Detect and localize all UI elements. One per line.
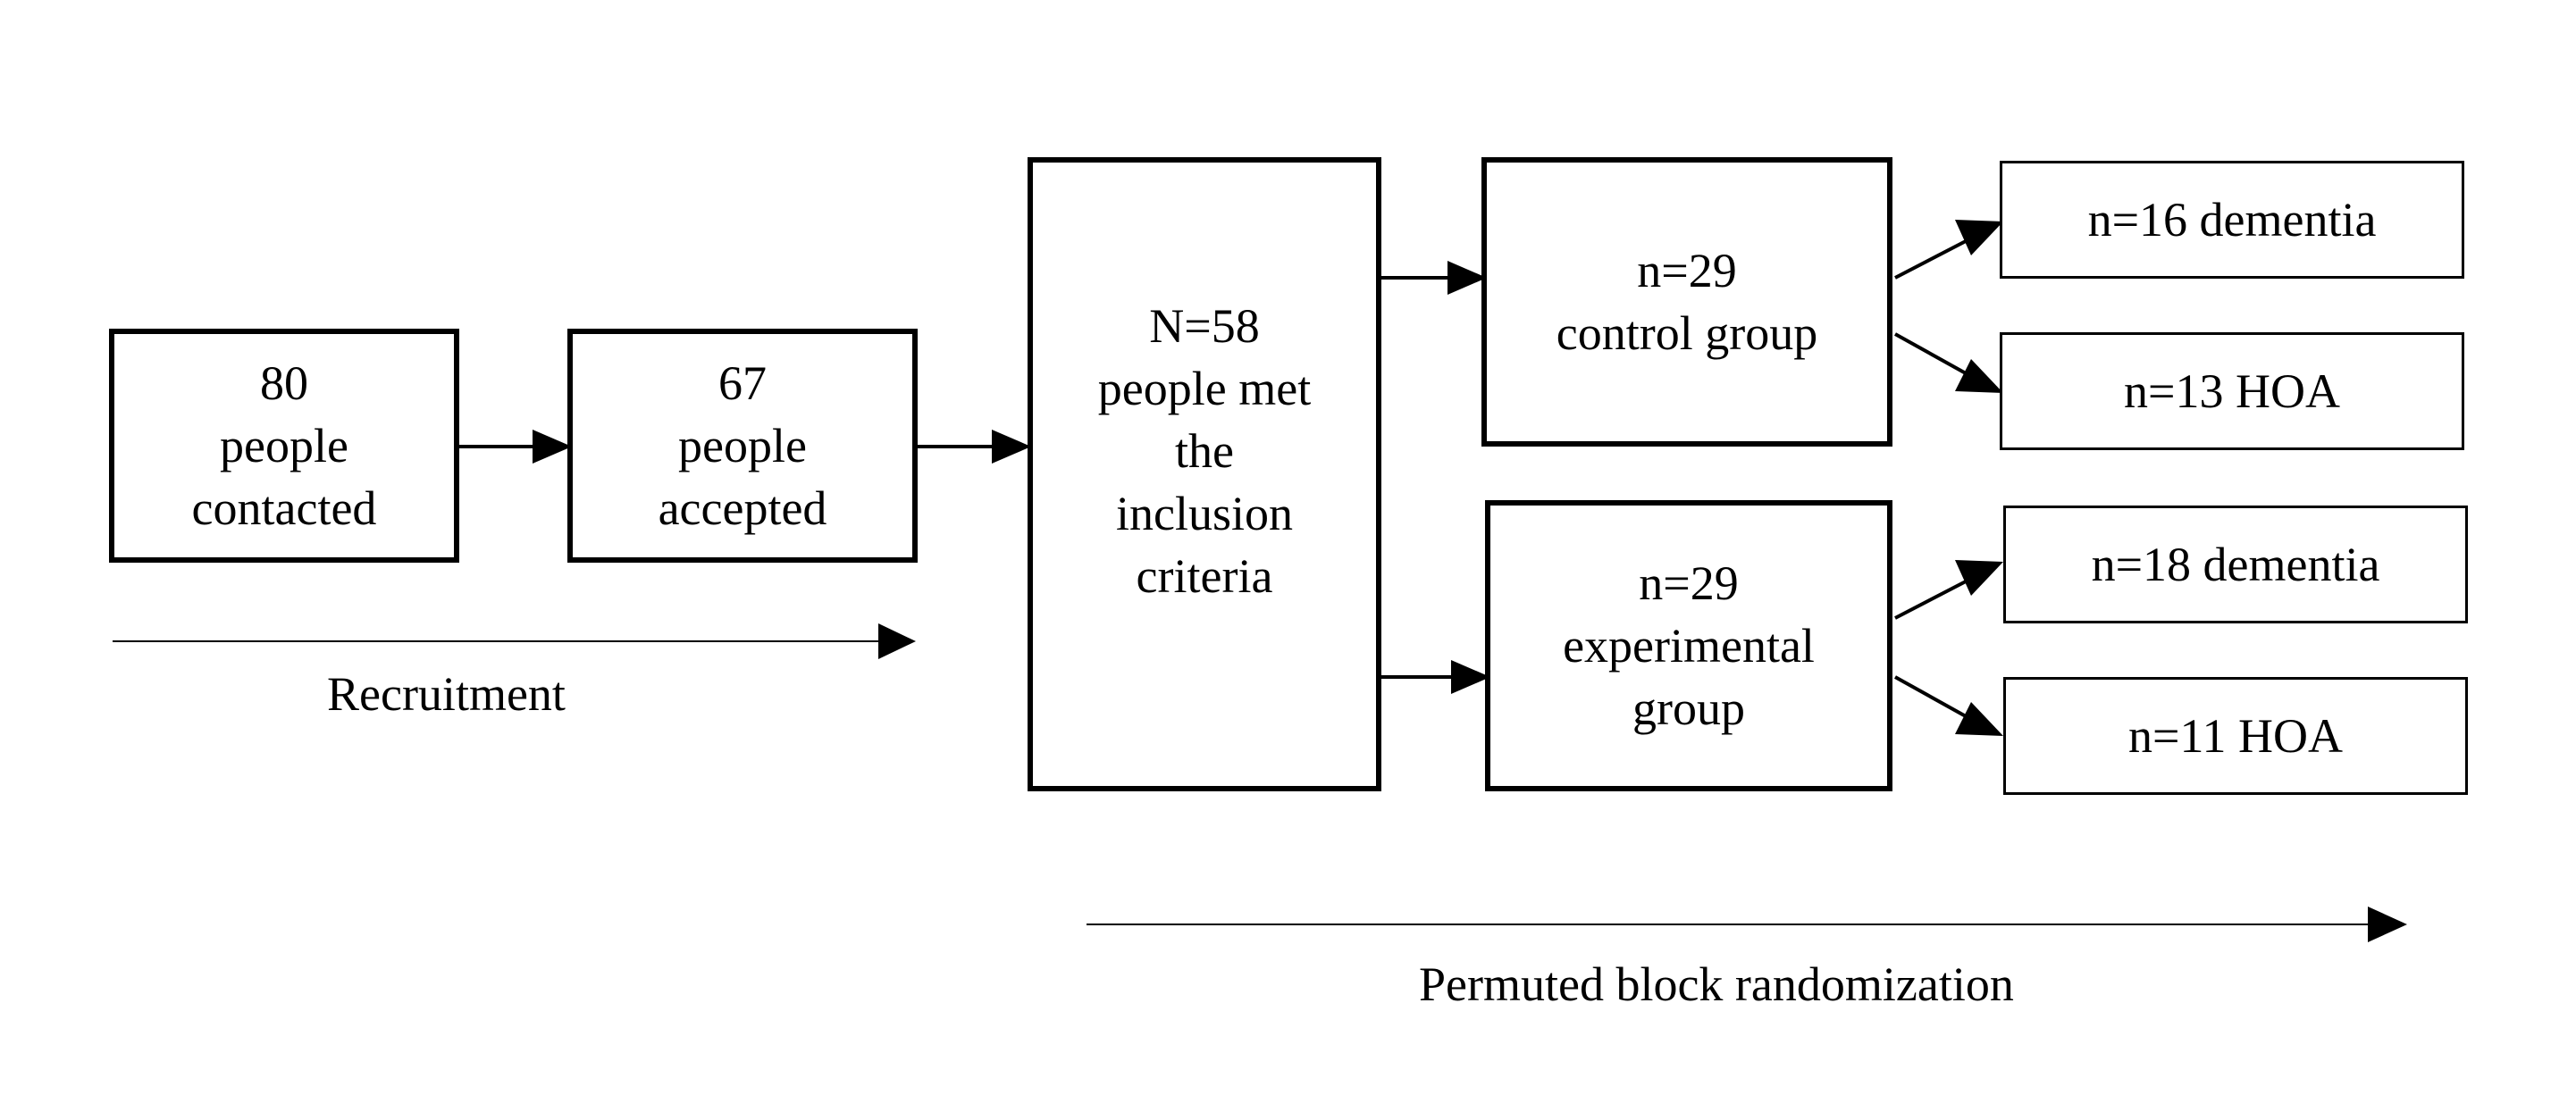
control-line1: control group (1556, 306, 1818, 360)
arrow-control-to-dementia (1894, 220, 2003, 280)
box-people-accepted: 67 people accepted (567, 329, 918, 563)
inclusion-line2: the (1175, 424, 1234, 478)
inclusion-line4: criteria (1136, 549, 1273, 603)
arrow-inclusion-to-experimental (1380, 660, 1490, 694)
arrow-control-to-hoa (1894, 332, 2003, 393)
contacted-number: 80 (260, 356, 308, 410)
arrow-experimental-to-dementia (1894, 560, 2003, 620)
control-dementia-label: n=16 dementia (2087, 193, 2377, 247)
accepted-line1: people (678, 419, 807, 472)
experimental-hoa-label: n=11 HOA (2128, 709, 2343, 763)
arrow-accepted-to-inclusion (916, 430, 1031, 464)
contacted-line1: people (220, 419, 348, 472)
box-experimental-hoa: n=11 HOA (2003, 677, 2468, 795)
randomization-timeline-arrow (1087, 907, 2407, 942)
arrow-contacted-to-accepted (458, 430, 572, 464)
box-experimental-group: n=29 experimental group (1485, 500, 1892, 791)
experimental-number: n=29 (1639, 556, 1739, 610)
inclusion-line3: inclusion (1116, 487, 1293, 540)
recruitment-timeline-arrow (113, 623, 916, 659)
box-people-contacted: 80 people contacted (109, 329, 459, 563)
accepted-line2: accepted (658, 481, 827, 535)
accepted-number: 67 (718, 356, 767, 410)
contacted-line2: contacted (191, 481, 377, 535)
inclusion-number: N=58 (1149, 299, 1260, 353)
inclusion-line1: people met (1097, 362, 1312, 415)
recruitment-caption: Recruitment (327, 667, 566, 721)
box-control-group: n=29 control group (1481, 157, 1892, 447)
box-inclusion-criteria: N=58 people met the inclusion criteria (1028, 157, 1381, 791)
arrow-experimental-to-hoa (1894, 675, 2003, 736)
experimental-line2: group (1632, 681, 1745, 735)
experimental-dementia-label: n=18 dementia (2091, 538, 2380, 591)
box-experimental-dementia: n=18 dementia (2003, 506, 2468, 623)
control-hoa-label: n=13 HOA (2124, 364, 2340, 418)
control-number: n=29 (1637, 244, 1737, 297)
box-control-hoa: n=13 HOA (2000, 332, 2464, 450)
randomization-caption: Permuted block randomization (1419, 957, 2014, 1011)
box-control-dementia: n=16 dementia (2000, 161, 2464, 279)
experimental-line1: experimental (1563, 619, 1815, 673)
arrow-inclusion-to-control (1380, 261, 1487, 295)
